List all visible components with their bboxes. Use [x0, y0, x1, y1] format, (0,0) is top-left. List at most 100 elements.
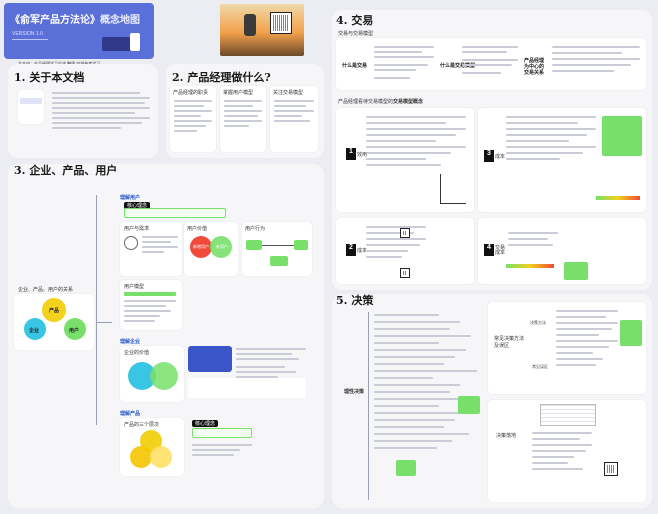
behavior-green-bottom — [270, 256, 288, 266]
venn-product-circle — [42, 298, 66, 322]
q2-qr-1 — [400, 228, 410, 238]
company-bottom-box — [188, 378, 306, 398]
header-banner: 《俞军产品方法论》概念地图 VERSION 1.0 — [4, 3, 154, 59]
behavior-arrow — [262, 245, 294, 246]
user-value-red-label: 新增用户 — [193, 244, 209, 249]
product-quote-box — [192, 428, 252, 438]
footer-note: 文本由：产品经理学习交流 整理 仅供参考学习 — [18, 61, 100, 66]
section-2-title: 2. 产品经理做什么? — [172, 71, 271, 84]
q2-lines — [366, 226, 426, 258]
common-methods-title: 常见决策方法及误区 — [494, 336, 525, 349]
doc-preview — [18, 90, 44, 124]
user-model-title: 用户模型 — [124, 284, 145, 290]
quadrant-1-label: 效用 — [357, 152, 368, 158]
quadrant-2-number: 2 — [346, 244, 356, 256]
rational-green-note-2 — [396, 460, 416, 476]
laptop-illustration — [102, 37, 134, 51]
s3-connector-trunk — [96, 195, 97, 425]
core-tag-2: 核心理念 — [192, 420, 219, 427]
s2-card-user-model-title: 掌握用户模型 — [223, 90, 254, 96]
rational-decision: 理性决策 — [344, 389, 365, 395]
landing-lines — [532, 432, 592, 470]
user-value-green-label: 老用户 — [216, 244, 228, 249]
rational-tree — [374, 314, 482, 449]
pm-view-heading: 产品经理看待交易模型的交易模型概念 — [338, 99, 424, 105]
q4-bar — [506, 264, 554, 268]
s2-card-user-model — [220, 86, 266, 152]
q4-lines — [508, 232, 558, 246]
s3-connector-branch — [96, 322, 112, 323]
company-card-title: 企业的价值 — [124, 350, 150, 356]
q1-lines — [366, 116, 466, 166]
quadrant-4-label: 交易成本 — [495, 245, 506, 256]
venn-product-label: 产品 — [49, 308, 60, 314]
what-is-model-lines — [462, 46, 518, 74]
landing-table — [540, 404, 596, 426]
misconception-label: 常见误区 — [532, 364, 548, 369]
product-lines — [192, 444, 252, 456]
quadrant-1 — [336, 108, 474, 212]
what-is-trade-lines — [374, 46, 434, 79]
landing-qr — [604, 462, 618, 476]
q3-green-note — [602, 116, 642, 156]
what-is-trade: 什么是交易 — [342, 63, 368, 69]
venn-user-circle — [64, 318, 86, 340]
s2-card-trade-model-title: 关注交易模型 — [273, 90, 304, 96]
section-1-title: 1. 关于本文档 — [14, 71, 85, 84]
promo-qr — [270, 12, 292, 34]
trade-model-heading: 交易与交易模型 — [338, 31, 374, 37]
section-5-title: 5. 决策 — [336, 294, 374, 307]
user-need-lines — [142, 236, 178, 253]
understand-product-label: 理解产品 — [120, 411, 141, 417]
user-behavior-title: 用户行为 — [245, 226, 266, 232]
understand-company-label: 理解企业 — [120, 339, 141, 345]
company-blue-note — [188, 346, 232, 372]
core-quote-box — [124, 208, 226, 218]
what-is-model: 什么是交易模型 — [440, 63, 476, 69]
user-value-red-circle — [190, 236, 212, 258]
rational-green-note-1 — [458, 396, 480, 414]
phone-illustration — [130, 33, 140, 51]
quadrant-2-label: 成本 — [357, 248, 368, 254]
product-card-title: 产品的三个层次 — [124, 422, 160, 428]
quadrant-4-number: 4 — [484, 244, 494, 256]
q4-green-note — [564, 262, 588, 280]
landing-title: 决策落地 — [496, 433, 517, 439]
understand-user-label: 理解用户 — [120, 195, 141, 201]
user-value-title: 用户价值 — [187, 226, 208, 232]
core-tag-1: 核心理念 — [124, 202, 151, 209]
behavior-green-right — [294, 240, 308, 250]
q1-chart — [440, 174, 466, 204]
s2-card-duties — [170, 86, 216, 152]
quadrant-1-number: 1 — [346, 148, 356, 160]
s1-text-block — [52, 92, 150, 132]
user-value-green-circle — [210, 236, 232, 258]
product-yellow-circle-3 — [150, 446, 172, 468]
version-badge: VERSION 1.0 — [12, 31, 43, 37]
q3-lines — [506, 116, 596, 160]
header-title: 《俞军产品方法论》概念地图 — [10, 15, 140, 26]
product-yellow-circle-2 — [130, 446, 152, 468]
venn-company-label: 企业 — [29, 328, 40, 334]
company-lines — [236, 348, 306, 378]
quadrant-3-label: 成本 — [495, 154, 506, 160]
methods-green-note — [620, 320, 642, 346]
rational-trunk — [368, 312, 369, 500]
promo-figure — [244, 14, 256, 36]
s2-card-duties-title: 产品经理的职责 — [173, 90, 209, 96]
user-model-lines — [124, 300, 176, 322]
s2-card-trade-model — [270, 86, 318, 152]
pm-center: 产品经理为中心的交易关系 — [524, 58, 545, 76]
venn-user-label: 用户 — [69, 328, 80, 334]
q3-color-bar — [596, 196, 640, 200]
section-4-title: 4. 交易 — [336, 14, 374, 27]
pm-center-lines — [552, 46, 640, 72]
brain-icon — [124, 236, 138, 250]
common-methods-lines — [556, 310, 618, 366]
s2-lines-1 — [174, 100, 212, 132]
quadrant-4 — [478, 218, 646, 284]
user-model-green-bar — [124, 292, 176, 296]
q2-qr-2 — [400, 268, 410, 278]
header-underline — [12, 39, 48, 40]
doc-preview-band — [20, 98, 42, 104]
